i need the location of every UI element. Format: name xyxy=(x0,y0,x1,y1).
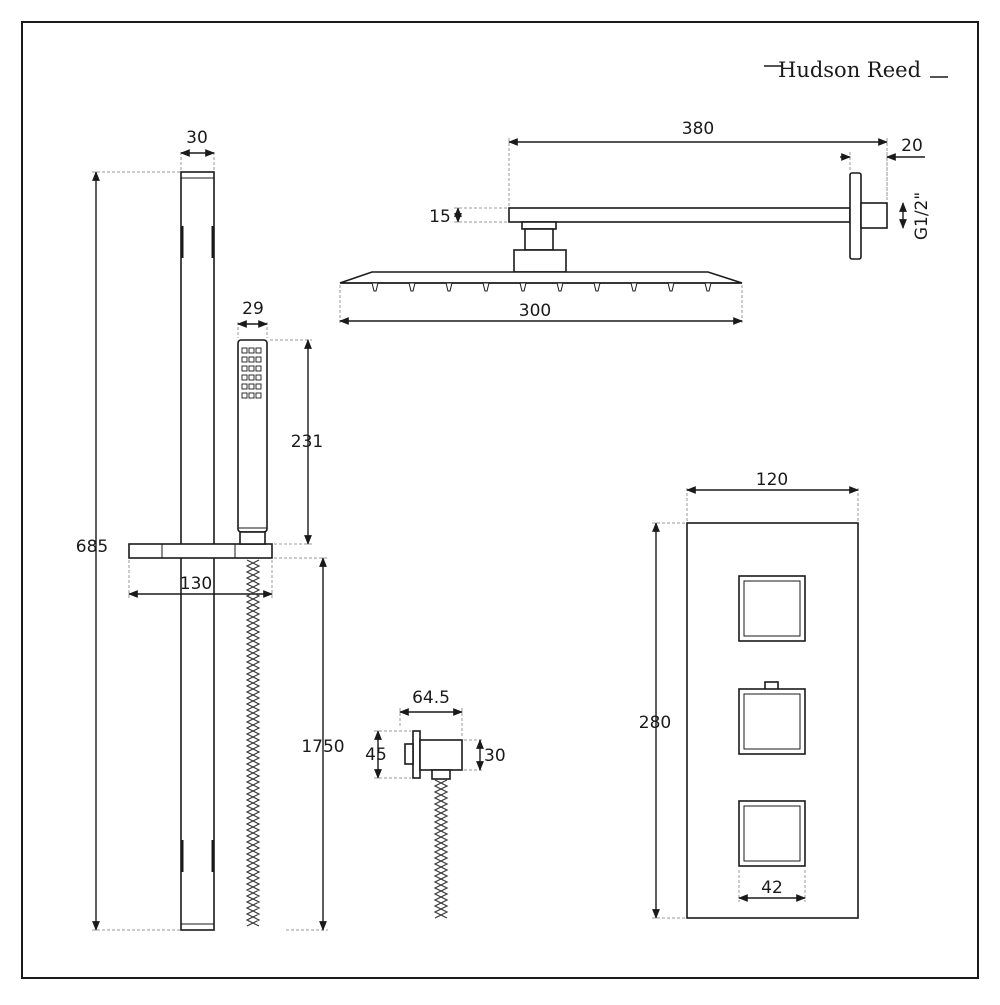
dim-hose-length: 1750 xyxy=(274,557,345,931)
brand-name: Hudson Reed xyxy=(778,58,921,82)
head-nozzle xyxy=(408,282,416,292)
nozzle xyxy=(248,383,255,390)
shower-arm xyxy=(508,172,888,273)
nozzle xyxy=(248,392,255,399)
dim-handset-width: 29 xyxy=(237,299,268,338)
handset-length-label: 231 xyxy=(291,432,323,452)
nozzle xyxy=(241,356,248,363)
nozzle xyxy=(241,347,248,354)
outlet-width-label: 64.5 xyxy=(412,688,450,708)
rail-width-label: 30 xyxy=(186,128,208,148)
head-nozzle xyxy=(667,282,675,292)
arm-thread xyxy=(860,202,888,229)
nozzle xyxy=(241,392,248,399)
handset-nozzles xyxy=(241,347,262,399)
hand-shower xyxy=(237,339,268,545)
head-nozzle xyxy=(630,282,638,292)
dim-valve-height: 280 xyxy=(639,522,685,919)
nozzle xyxy=(241,365,248,372)
head-nozzle xyxy=(556,282,564,292)
head-nozzle xyxy=(593,282,601,292)
dim-rail-height: 685 xyxy=(76,171,180,931)
head-nozzle xyxy=(482,282,490,292)
dim-thread: G1/2" xyxy=(899,192,932,240)
dim-arm-length: 380 xyxy=(508,119,888,206)
bracket-width-label: 130 xyxy=(180,574,212,594)
dim-bracket-width: 130 xyxy=(128,560,273,598)
wall-outlet xyxy=(404,730,463,919)
valve-knob-bottom xyxy=(738,800,806,867)
dim-outlet-width: 64.5 xyxy=(399,688,463,738)
head-nozzle xyxy=(371,282,379,292)
dim-handset-length: 231 xyxy=(270,339,323,545)
dim-valve-width: 120 xyxy=(686,470,859,521)
dim-rail-width: 30 xyxy=(180,128,215,170)
shower-head xyxy=(339,271,743,292)
valve-plate xyxy=(686,522,859,919)
outlet-depth-label: 30 xyxy=(484,746,506,766)
head-nozzle xyxy=(519,282,527,292)
valve-height-label: 280 xyxy=(639,713,671,733)
outlet-plate xyxy=(412,730,421,779)
nozzle xyxy=(248,347,255,354)
hose-length-label: 1750 xyxy=(301,737,344,757)
head-nozzles xyxy=(371,282,712,292)
arm-bar xyxy=(508,207,851,223)
outlet-height-label: 45 xyxy=(365,745,387,765)
brand-logo: Hudson Reed xyxy=(764,58,948,82)
nozzle xyxy=(248,365,255,372)
nozzle xyxy=(255,365,262,372)
nozzle xyxy=(248,374,255,381)
head-nozzle xyxy=(704,282,712,292)
dim-arm-thickness: 15 xyxy=(429,207,507,227)
head-nozzle xyxy=(445,282,453,292)
dim-head-width: 300 xyxy=(339,285,743,325)
valve-knob-top xyxy=(738,575,806,642)
valve-width-label: 120 xyxy=(756,470,788,490)
nozzle xyxy=(255,392,262,399)
drawing-frame xyxy=(21,21,979,979)
nozzle xyxy=(248,356,255,363)
head-width-label: 300 xyxy=(519,301,551,321)
arm-thickness-label: 15 xyxy=(429,207,451,227)
handset-width-label: 29 xyxy=(242,299,264,319)
outlet-body xyxy=(419,739,463,771)
thread-label: G1/2" xyxy=(912,192,932,240)
dim-knob-width: 42 xyxy=(738,870,806,902)
nozzle xyxy=(241,383,248,390)
head-plate xyxy=(339,271,743,284)
nozzle xyxy=(255,383,262,390)
dim-arm-flange: 20 xyxy=(840,136,925,200)
rail-bracket xyxy=(128,543,273,559)
nozzle xyxy=(241,374,248,381)
nozzle xyxy=(255,374,262,381)
nozzle xyxy=(255,347,262,354)
dim-outlet-height: 45 xyxy=(365,730,411,779)
arm-length-label: 380 xyxy=(682,119,714,139)
rail-height-label: 685 xyxy=(76,537,108,557)
knob-width-label: 42 xyxy=(761,878,783,898)
shower-hose xyxy=(245,559,261,927)
arm-flange xyxy=(849,172,862,260)
valve-knob-middle xyxy=(738,681,806,755)
slide-rail xyxy=(128,171,273,931)
arm-flange-label: 20 xyxy=(901,136,923,156)
nozzle xyxy=(255,356,262,363)
dim-outlet-depth: 30 xyxy=(464,739,506,771)
